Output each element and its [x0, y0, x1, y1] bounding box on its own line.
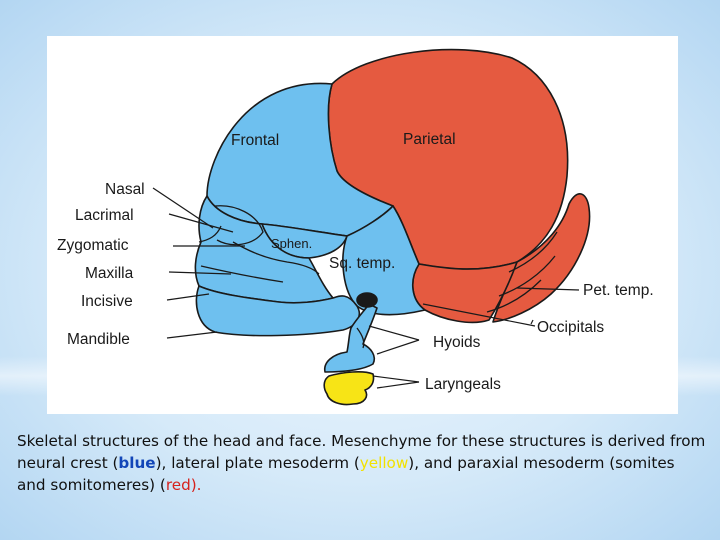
label-zygomatic: Zygomatic: [57, 237, 129, 254]
label-sphen: Sphen.: [271, 236, 312, 251]
pet-temp-leader: [516, 287, 580, 291]
caption-keyword-blue: blue: [118, 454, 156, 472]
laryngeals-leader-2: [376, 381, 420, 389]
squamous-temporal-bone: [342, 205, 426, 316]
label-frontal: Frontal: [231, 132, 279, 149]
caption-keyword-yellow: yellow: [359, 454, 409, 472]
laryngeals-leader-1: [372, 375, 420, 383]
lacrimal-leader: [168, 213, 234, 233]
label-lacrimal: Lacrimal: [75, 207, 134, 224]
ear-canal: [356, 292, 378, 308]
skull-diagram-panel: Frontal Parietal Nasal Lacrimal Zygomati…: [47, 36, 678, 414]
skull-diagram: Frontal Parietal Nasal Lacrimal Zygomati…: [57, 48, 654, 406]
occipitals-leader-2: [422, 303, 536, 327]
caption-text-1: Skeletal structures of the head and face…: [17, 432, 706, 472]
hyoids-leader-1: [368, 325, 420, 341]
caption-text-3: ), and paraxial mesoderm (somites and so…: [17, 454, 675, 494]
label-parietal: Parietal: [403, 131, 456, 148]
label-occipitals: Occipitals: [537, 319, 604, 336]
mandible-leader: [166, 331, 218, 339]
orbit-outline: [214, 205, 264, 246]
label-hyoids: Hyoids: [433, 334, 481, 351]
maxilla-suture: [200, 265, 284, 283]
caption-text-2: ), lateral plate mesoderm (: [155, 454, 360, 472]
label-sq-temp: Sq. temp.: [329, 255, 395, 272]
hyoids-leader-2: [376, 339, 420, 355]
label-laryngeals: Laryngeals: [425, 376, 501, 393]
maxilla-leader: [168, 271, 232, 275]
zygomatic-suture: [232, 241, 320, 275]
label-mandible: Mandible: [67, 331, 130, 348]
laryngeal-cartilages: [323, 371, 375, 406]
label-nasal: Nasal: [105, 181, 145, 198]
incisive-leader: [166, 293, 210, 301]
caption-keyword-red: red).: [165, 476, 202, 494]
label-maxilla: Maxilla: [85, 265, 134, 282]
label-incisive: Incisive: [81, 293, 133, 310]
occipitals-leader-1: [530, 319, 534, 325]
occipital-bone: [492, 193, 591, 323]
hyoid-detail: [356, 327, 365, 349]
nasal-leader: [152, 187, 214, 229]
parietal-ridges: [486, 231, 558, 313]
figure-caption: Skeletal structures of the head and face…: [17, 430, 707, 496]
label-pet-temp: Pet. temp.: [583, 282, 654, 299]
